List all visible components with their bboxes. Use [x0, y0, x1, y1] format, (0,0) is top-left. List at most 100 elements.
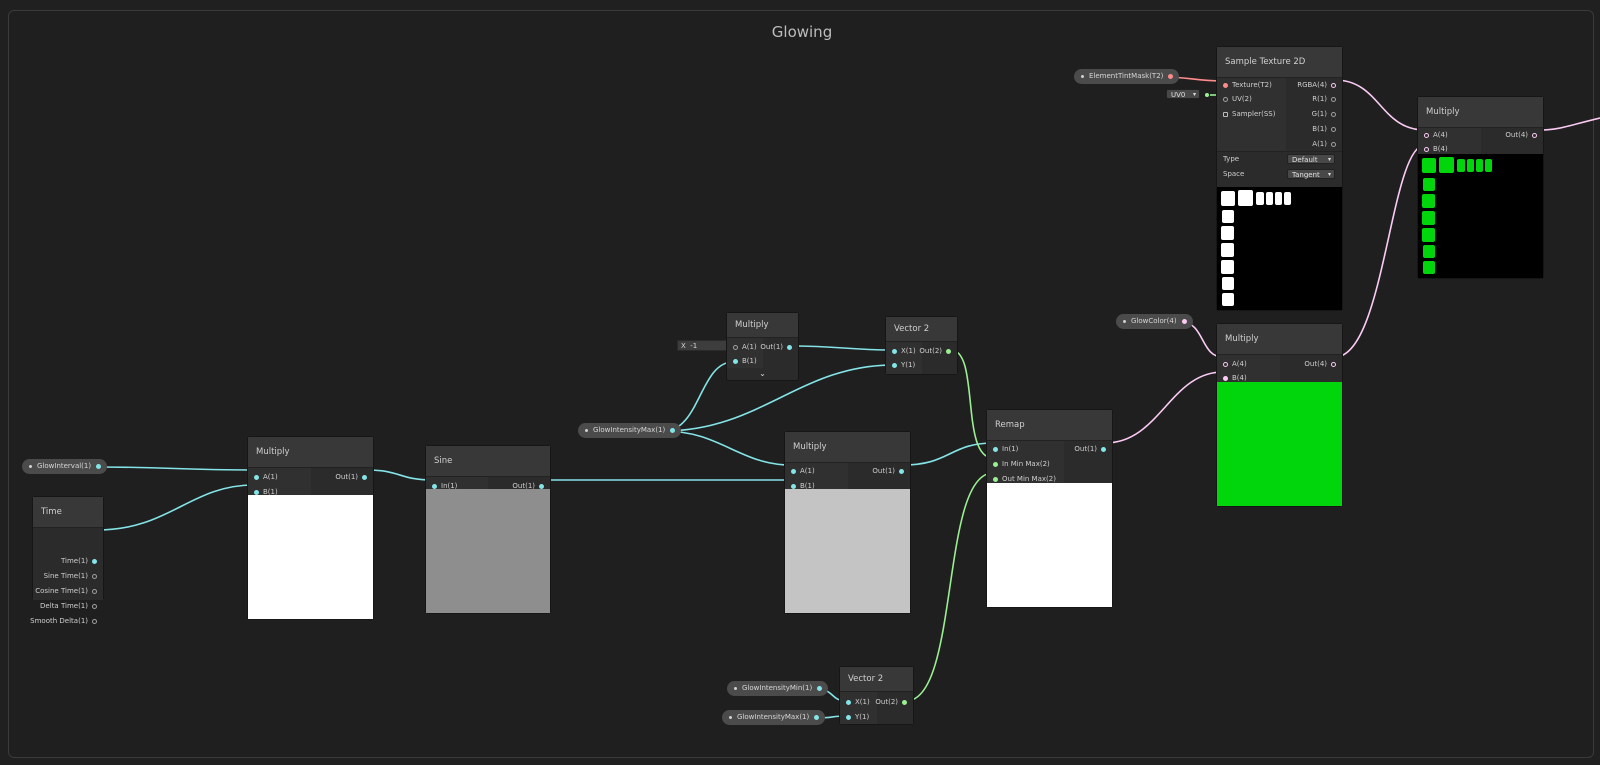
port-b[interactable]: B(1): [733, 354, 757, 369]
port-dot[interactable]: [1223, 96, 1228, 102]
collapse-chevron-icon[interactable]: ⌄: [759, 369, 766, 378]
node-remap[interactable]: Remap In(1) In Min Max(2) Out Min Max(2)…: [987, 410, 1112, 607]
port-dot[interactable]: [899, 468, 904, 474]
port-dot[interactable]: [846, 714, 851, 720]
port-dot[interactable]: [1101, 446, 1106, 452]
port-a[interactable]: A(4): [1424, 128, 1448, 143]
node-multiply-final[interactable]: Multiply A(4) B(4) Out(4): [1418, 97, 1543, 278]
port-dot[interactable]: [1331, 82, 1336, 88]
port-sine-time[interactable]: Sine Time(1): [44, 569, 97, 584]
port-dot[interactable]: [791, 468, 796, 474]
port-b[interactable]: B(4): [1223, 371, 1247, 386]
port-x[interactable]: X(1): [892, 344, 916, 359]
port-dot[interactable]: [92, 573, 97, 579]
port-dot[interactable]: [1223, 111, 1228, 117]
port-dot[interactable]: [787, 344, 792, 350]
port-dot[interactable]: [539, 483, 544, 489]
port-dot[interactable]: [733, 358, 738, 364]
node-time[interactable]: Time Time(1) Sine Time(1) Cosine Time(1)…: [30, 497, 103, 625]
port-dot[interactable]: [946, 348, 951, 354]
field-value[interactable]: -1: [690, 342, 698, 350]
node-vector2-bottom[interactable]: Vector 2 X(1) Y(1) Out(2): [840, 667, 913, 724]
property-glowintensitymax-2[interactable]: GlowIntensityMax(1): [722, 710, 826, 725]
port-a[interactable]: A(1): [254, 470, 278, 485]
port-g[interactable]: G(1): [1312, 107, 1336, 122]
node-sine[interactable]: Sine In(1) Out(1): [426, 446, 550, 613]
port-dot[interactable]: [1223, 82, 1228, 88]
port-uv[interactable]: UV(2): [1223, 92, 1252, 107]
port-dot[interactable]: [670, 427, 676, 433]
node-title[interactable]: Sample Texture 2D: [1217, 47, 1342, 78]
uv-dropdown[interactable]: UV0▾: [1166, 89, 1200, 99]
port-a[interactable]: A(1): [1312, 137, 1336, 152]
port-dot[interactable]: [902, 699, 907, 705]
port-rgba[interactable]: RGBA(4): [1297, 78, 1336, 93]
port-dot[interactable]: [1424, 146, 1429, 152]
port-dot[interactable]: [254, 489, 259, 495]
port-b[interactable]: B(1): [1312, 122, 1336, 137]
port-dot[interactable]: [92, 618, 97, 624]
node-title[interactable]: Time: [33, 497, 103, 528]
port-in-min-max[interactable]: In Min Max(2): [993, 457, 1050, 472]
property-glowinterval[interactable]: GlowInterval(1): [22, 459, 108, 474]
port-r[interactable]: R(1): [1312, 92, 1336, 107]
port-cosine-time[interactable]: Cosine Time(1): [35, 584, 97, 599]
port-dot[interactable]: [432, 483, 437, 489]
space-dropdown[interactable]: Tangent▾: [1287, 169, 1335, 179]
port-out[interactable]: Out(1): [872, 464, 904, 479]
port-dot[interactable]: [892, 362, 897, 368]
node-title[interactable]: Multiply: [1217, 324, 1342, 355]
port-dot[interactable]: [993, 476, 998, 482]
port-dot[interactable]: [362, 474, 367, 480]
node-title[interactable]: Multiply: [785, 432, 910, 463]
port-dot[interactable]: [92, 603, 97, 609]
port-sampler[interactable]: Sampler(SS): [1223, 107, 1275, 122]
type-dropdown[interactable]: Default▾: [1287, 154, 1335, 164]
port-a[interactable]: A(4): [1223, 357, 1247, 372]
port-dot[interactable]: [1223, 361, 1228, 367]
property-glowcolor[interactable]: GlowColor(4): [1116, 314, 1193, 329]
group-title[interactable]: Glowing: [771, 23, 833, 41]
node-title[interactable]: Multiply: [1418, 97, 1543, 128]
node-title[interactable]: Multiply: [248, 437, 373, 468]
property-elementtintmask[interactable]: ElementTintMask(T2): [1074, 69, 1180, 84]
port-in[interactable]: In(1): [432, 479, 457, 494]
port-dot[interactable]: [993, 446, 998, 452]
node-title[interactable]: Vector 2: [840, 667, 913, 692]
port-dot[interactable]: [1331, 126, 1336, 132]
port-dot[interactable]: [791, 483, 796, 489]
port-dot[interactable]: [1331, 111, 1336, 117]
port-in[interactable]: In(1): [993, 442, 1018, 457]
port-out-min-max[interactable]: Out Min Max(2): [993, 472, 1056, 487]
port-smooth-delta[interactable]: Smooth Delta(1): [30, 614, 97, 629]
port-dot[interactable]: [817, 685, 823, 691]
port-dot[interactable]: [1168, 73, 1174, 79]
node-multiply-color[interactable]: Multiply A(4) B(4) Out(4): [1217, 324, 1342, 506]
port-y[interactable]: Y(1): [846, 710, 869, 725]
port-dot[interactable]: [814, 714, 820, 720]
port-a[interactable]: A(1): [791, 464, 815, 479]
port-dot[interactable]: [1331, 96, 1336, 102]
port-y[interactable]: Y(1): [892, 358, 915, 373]
node-title[interactable]: Vector 2: [886, 317, 957, 342]
port-out[interactable]: Out(1): [335, 470, 367, 485]
port-out[interactable]: Out(2): [875, 695, 907, 710]
port-dot[interactable]: [254, 474, 259, 480]
node-sample-texture-2d[interactable]: Sample Texture 2D Texture(T2) UV(2) Samp…: [1217, 47, 1342, 310]
port-dot[interactable]: [1223, 375, 1228, 381]
property-glowintensitymax[interactable]: GlowIntensityMax(1): [578, 423, 682, 438]
port-out[interactable]: Out(1): [1074, 442, 1106, 457]
port-dot[interactable]: [846, 699, 851, 705]
port-out[interactable]: Out(4): [1505, 128, 1537, 143]
port-dot[interactable]: [96, 463, 102, 469]
port-delta-time[interactable]: Delta Time(1): [40, 599, 97, 614]
port-dot[interactable]: [1532, 132, 1537, 138]
port-out[interactable]: Out(4): [1304, 357, 1336, 372]
port-out[interactable]: Out(2): [919, 344, 951, 359]
port-b[interactable]: B(4): [1424, 142, 1448, 157]
port-texture[interactable]: Texture(T2): [1223, 78, 1272, 93]
port-dot[interactable]: [993, 461, 998, 467]
port-dot[interactable]: [1424, 132, 1429, 138]
node-title[interactable]: Multiply: [727, 313, 798, 338]
port-dot[interactable]: [733, 344, 738, 350]
